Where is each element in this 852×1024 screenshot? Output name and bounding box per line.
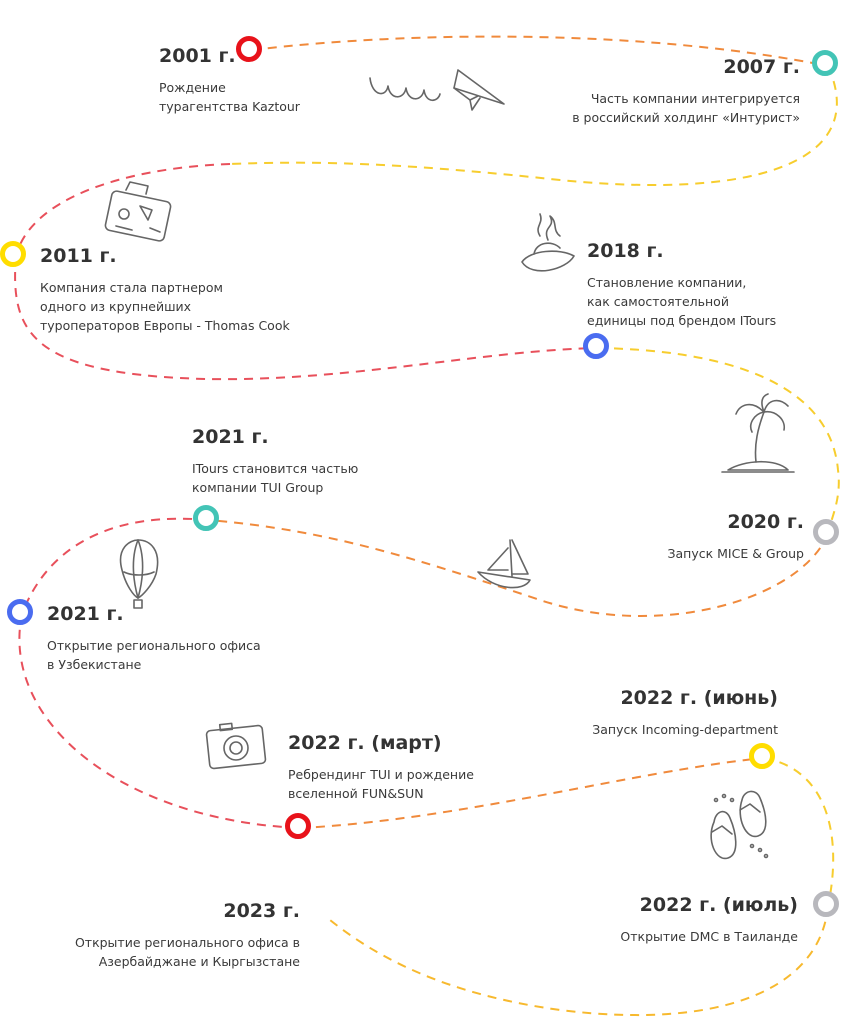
path-segment-2011-2018 bbox=[14, 255, 599, 381]
sailboat-icon bbox=[477, 539, 531, 589]
event-2022-june: 2022 г. (июнь) Запуск Incoming-departmen… bbox=[560, 686, 778, 739]
event-2021-uzb: 2021 г. Открытие регионального офиса в У… bbox=[47, 602, 307, 674]
event-description: Компания стала партнером одного из крупн… bbox=[40, 280, 290, 333]
event-description: Запуск MICE & Group bbox=[667, 546, 805, 561]
path-segment-2007-right-loop bbox=[229, 65, 838, 186]
event-year: 2022 г. (март) bbox=[288, 732, 442, 754]
timeline-node-2020 bbox=[813, 519, 839, 545]
path-segment-to-2011 bbox=[15, 163, 231, 257]
event-description: Становление компании, как самостоятельно… bbox=[587, 275, 777, 328]
event-year: 2022 г. (июль) bbox=[639, 894, 798, 916]
timeline-node-2011 bbox=[0, 241, 26, 267]
event-description: Открытие DMC в Таиланде bbox=[620, 929, 798, 944]
event-2021-tui: 2021 г. ITours становится частью компани… bbox=[192, 425, 432, 497]
path-segment-2020-2021-tui bbox=[207, 519, 829, 617]
event-description: Открытие регионального офиса в Азербайдж… bbox=[74, 935, 300, 969]
event-year: 2021 г. bbox=[47, 603, 124, 625]
event-year: 2018 г. bbox=[587, 240, 664, 262]
flip-flops-icon bbox=[710, 790, 769, 860]
event-description: Запуск Incoming-department bbox=[592, 722, 778, 737]
sun-hat-icon bbox=[521, 213, 575, 272]
path-segment-2021-tui-uzb bbox=[21, 517, 209, 615]
path-segment-2001-2007 bbox=[251, 35, 829, 67]
event-year: 2020 г. bbox=[727, 511, 804, 533]
paper-plane-icon bbox=[369, 69, 505, 111]
event-2022-march: 2022 г. (март) Ребрендинг TUI и рождение… bbox=[288, 731, 528, 803]
event-2007: 2007 г. Часть компании интегрируется в р… bbox=[540, 55, 800, 127]
event-2001: 2001 г. Рождение турагентства Kaztour bbox=[159, 44, 359, 116]
path-segment-2022-june-july bbox=[763, 757, 835, 907]
timeline-node-2001 bbox=[236, 36, 262, 62]
suitcase-icon bbox=[104, 181, 172, 242]
timeline-node-2021-tui bbox=[193, 505, 219, 531]
event-description: Ребрендинг TUI и рождение вселенной FUN&… bbox=[288, 767, 474, 801]
timeline-node-2007 bbox=[812, 50, 838, 76]
event-2023: 2023 г. Открытие регионального офиса в А… bbox=[40, 899, 300, 971]
timeline-node-2022-march bbox=[285, 813, 311, 839]
camera-icon bbox=[205, 722, 267, 770]
event-year: 2023 г. bbox=[223, 900, 300, 922]
timeline-node-2022-july bbox=[813, 891, 839, 917]
event-description: ITours становится частью компании TUI Gr… bbox=[192, 461, 359, 495]
event-2020: 2020 г. Запуск MICE & Group bbox=[580, 510, 805, 563]
event-2022-july: 2022 г. (июль) Открытие DMC в Таиланде bbox=[580, 893, 798, 946]
event-year: 2001 г. bbox=[159, 45, 236, 67]
event-year: 2022 г. (июнь) bbox=[620, 687, 778, 709]
event-2011: 2011 г. Компания стала партнером одного … bbox=[40, 244, 340, 335]
event-description: Часть компании интегрируется в российски… bbox=[572, 91, 800, 125]
path-segment-2022-march-june bbox=[299, 757, 765, 829]
path-segment-2022-july-2023 bbox=[329, 905, 829, 1017]
path-segment-2021-2022-march bbox=[18, 613, 301, 829]
timeline-node-2022-june bbox=[749, 743, 775, 769]
event-2018: 2018 г. Становление компании, как самост… bbox=[587, 239, 827, 330]
event-description: Открытие регионального офиса в Узбекиста… bbox=[47, 638, 261, 672]
path-segment-2018-2020 bbox=[597, 347, 840, 535]
event-year: 2011 г. bbox=[40, 245, 117, 267]
event-year: 2007 г. bbox=[723, 56, 800, 78]
event-year: 2021 г. bbox=[192, 426, 269, 448]
palm-island-icon bbox=[721, 393, 795, 473]
timeline-node-2021-uzb bbox=[7, 599, 33, 625]
timeline-node-2018 bbox=[583, 333, 609, 359]
hot-air-balloon-icon bbox=[119, 539, 159, 609]
event-description: Рождение турагентства Kaztour bbox=[159, 80, 300, 114]
